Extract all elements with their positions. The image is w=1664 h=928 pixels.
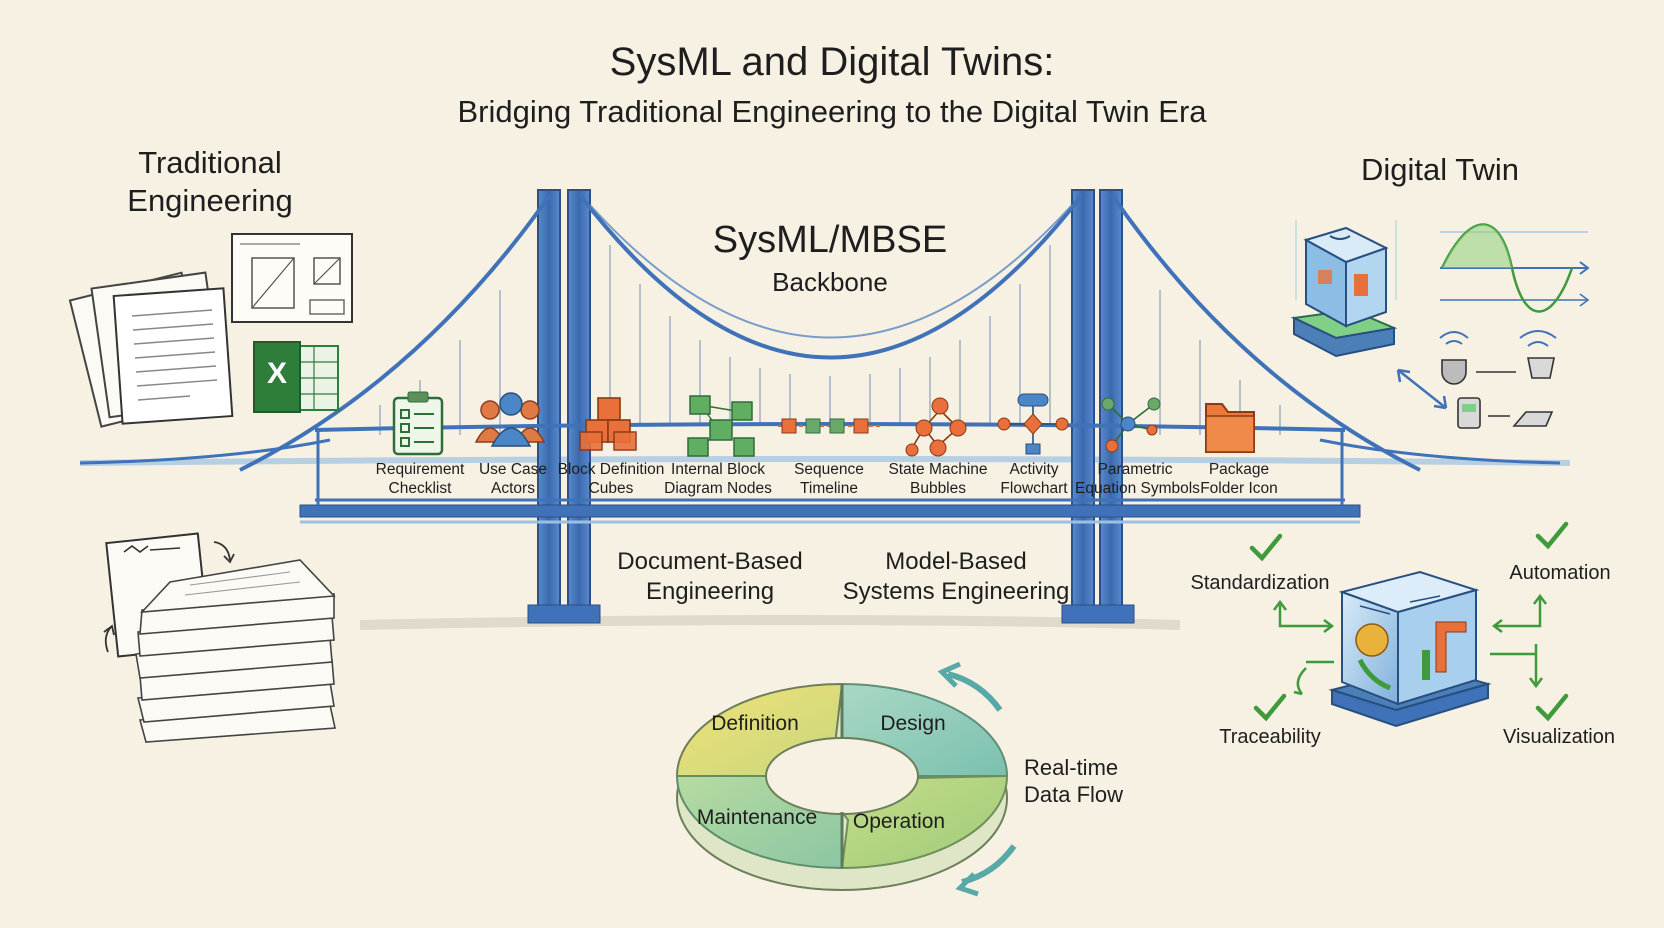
benefit-visualization: Visualization [1503, 726, 1615, 748]
model-based-label: Model-Based Systems Engineering [836, 547, 1076, 607]
hologram-cube-icon [1290, 220, 1398, 358]
data-flow-label: Real-time Data Flow [1024, 754, 1154, 808]
cubes-icon [579, 397, 637, 451]
waveform-icon [1440, 223, 1590, 313]
data-flow-line1: Real-time [1024, 755, 1119, 780]
bridge-label-6-line1: Activity [1009, 461, 1059, 478]
data-flow-line2: Data Flow [1024, 782, 1124, 807]
equation-icon [1101, 397, 1161, 453]
bridge-label-1-line1: Use Case [478, 461, 548, 478]
bridge-label-5-line1: State Machine [888, 461, 988, 478]
folder-icon [1205, 403, 1255, 453]
phase-operation: Operation [852, 810, 946, 833]
model-based-line2: Systems Engineering [842, 578, 1070, 605]
traditional-heading: Traditional Engineering [110, 144, 310, 220]
bridge-label-3-line1: Internal Block [671, 461, 765, 478]
bridge-label-8-line2: Folder Icon [1200, 480, 1278, 497]
benefit-arrows [1273, 593, 1547, 696]
bridge-label-7-line2: Equation Symbols [1075, 480, 1200, 497]
traditional-heading-line1: Traditional [138, 145, 282, 180]
phase-maintenance: Maintenance [696, 806, 818, 829]
benefit-standardization: Standardization [1190, 572, 1330, 594]
bridge-label-2-line1: Block Definition [557, 461, 665, 478]
paper-pile-icon [103, 532, 336, 743]
bridge-label-5-line2: Bubbles [909, 480, 966, 497]
page-title: SysML and Digital Twins: [609, 40, 1055, 84]
benefit-automation: Automation [1509, 562, 1611, 584]
data-flow-arrows [937, 661, 1017, 897]
document-based-line1: Document-Based [617, 548, 803, 575]
blueprint-icon [231, 233, 353, 323]
bridge-label-6-line2: Flowchart [1000, 480, 1068, 497]
bubbles-icon [905, 397, 967, 457]
timeline-icon [778, 418, 882, 434]
benefits-cube-icon [1328, 570, 1492, 728]
model-based-line1: Model-Based [885, 548, 1027, 575]
flowchart-icon [997, 393, 1069, 455]
actors-icon [474, 392, 546, 447]
phase-definition: Definition [711, 712, 799, 735]
page-subtitle: Bridging Traditional Engineering to the … [457, 94, 1207, 129]
document-based-line2: Engineering [645, 578, 775, 605]
bridge-label-2-line2: Cubes [588, 480, 634, 497]
bridge-label-4-line2: Timeline [800, 480, 858, 497]
lifecycle-ring [675, 682, 1009, 891]
checklist-icon [392, 391, 444, 456]
spreadsheet-letter: X [266, 357, 287, 390]
traditional-heading-line2: Engineering [127, 183, 293, 218]
bridge-label-3-line2: Diagram Nodes [664, 480, 772, 497]
mbse-heading: SysML/MBSE [712, 219, 948, 261]
bridge-label-1-line2: Actors [491, 480, 535, 497]
bridge-label-0-line1: Requirement [375, 461, 465, 478]
spreadsheet-icon [253, 341, 339, 413]
benefit-traceability: Traceability [1219, 726, 1321, 748]
check-icons [1249, 521, 1569, 722]
mbse-subheading: Backbone [772, 267, 888, 297]
document-based-label: Document-Based Engineering [605, 547, 815, 607]
phase-design: Design [880, 712, 946, 735]
bridge-label-7-line1: Parametric [1097, 461, 1173, 478]
digital-twin-heading: Digital Twin [1361, 152, 1519, 187]
nodes-icon [687, 395, 755, 457]
iot-sensors-icon [1396, 330, 1557, 429]
bridge-label-0-line2: Checklist [388, 480, 452, 497]
bridge-label-8-line1: Package [1208, 461, 1270, 478]
bridge-label-4-line1: Sequence [794, 461, 864, 478]
document-stack-icon [68, 271, 234, 428]
